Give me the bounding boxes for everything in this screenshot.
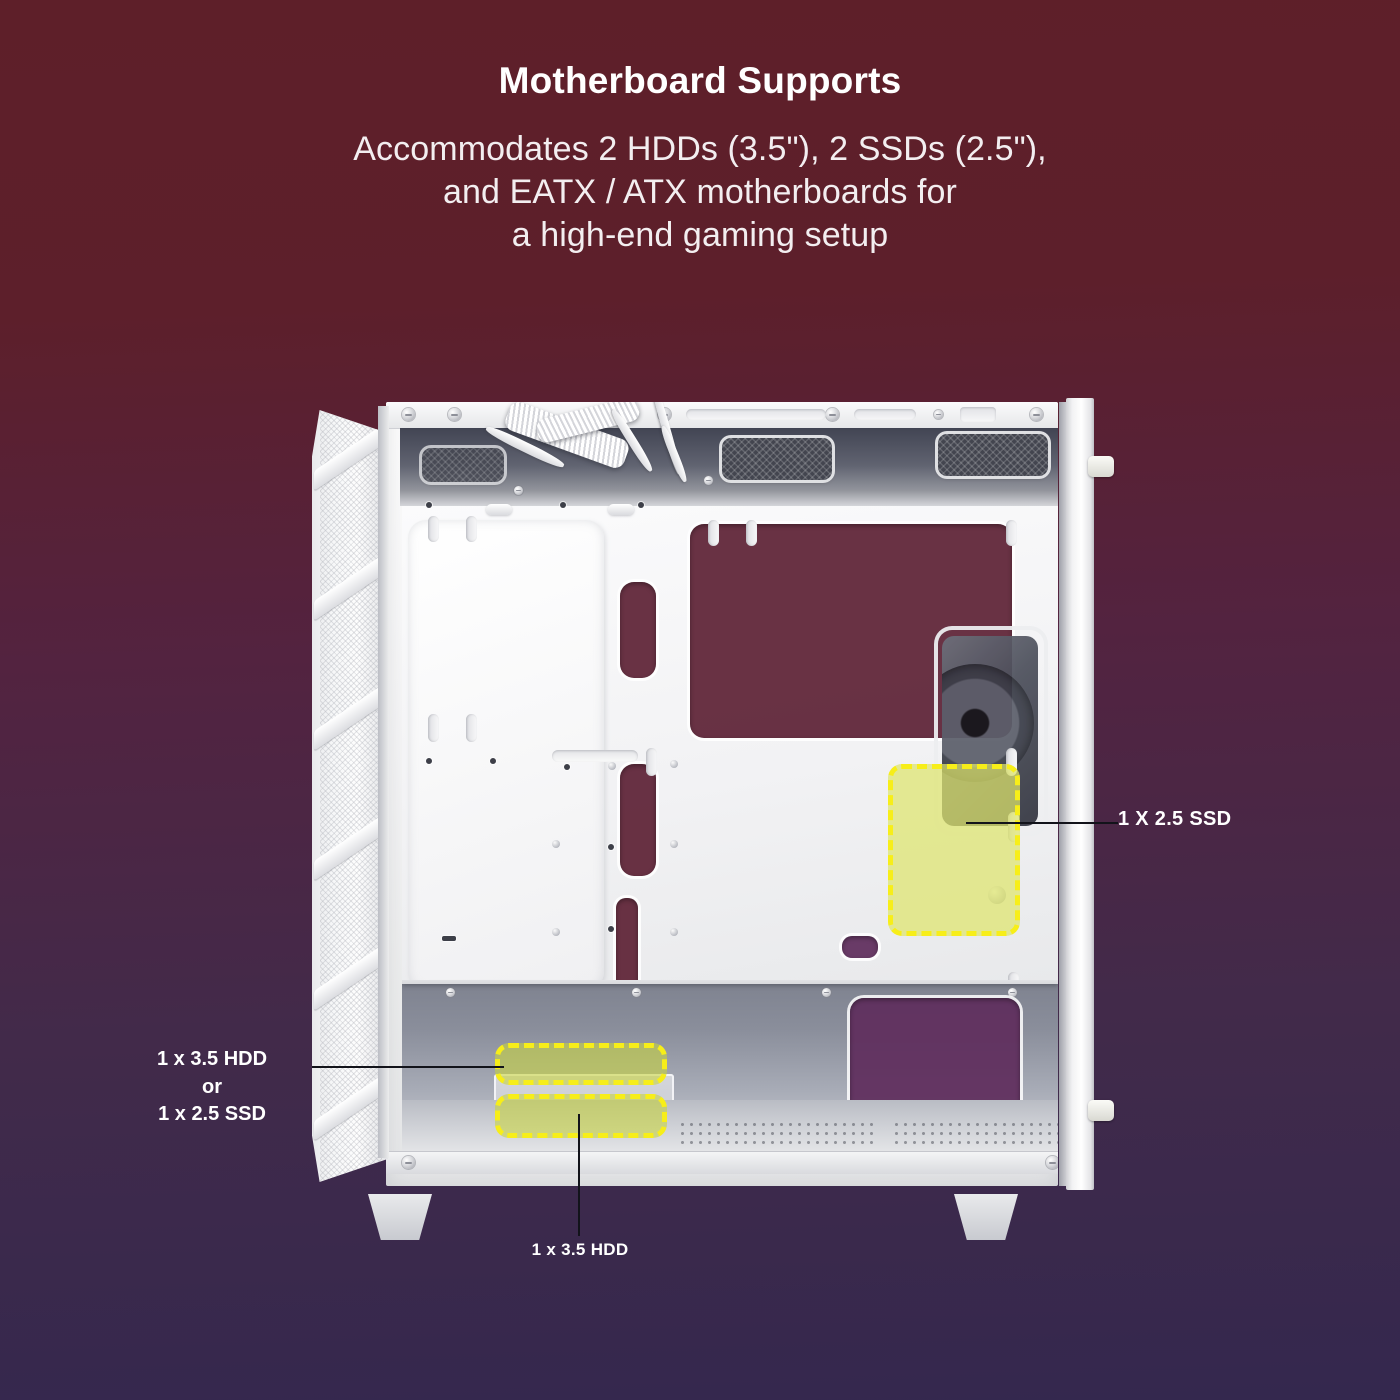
subtitle-line-1: Accommodates 2 HDDs (3.5"), 2 SSDs (2.5"… [353, 130, 1047, 168]
thumbscrew-post-top [1088, 456, 1114, 477]
floor-vent-right [892, 1120, 1058, 1148]
highlight-ssd-bracket [888, 764, 1020, 936]
floor-vent-left [678, 1120, 878, 1148]
callout-hdd-left-line2: or [202, 1075, 222, 1098]
leader-line-ssd [966, 822, 1118, 824]
case-rear-inner-edge [1059, 402, 1068, 1186]
highlight-drive-bay-upper [495, 1043, 667, 1085]
cable-routing-cutout-mid [620, 764, 656, 876]
highlight-drive-bay-lower [495, 1094, 667, 1138]
case-bottom-rail [386, 1151, 1058, 1174]
shroud-top-lip [402, 980, 1058, 984]
cable-routing-cutout-top [620, 582, 656, 678]
callout-hdd-left: 1 x 3.5 HDD or 1 x 2.5 SSD [112, 1046, 312, 1129]
cable-routing-cutout-low [616, 898, 638, 994]
case-foot-front [368, 1194, 432, 1240]
bezel-inner-edge [378, 406, 389, 1158]
page-title: Motherboard Supports [498, 60, 902, 101]
top-vent-right [938, 434, 1048, 476]
bezel-mesh-texture [320, 410, 382, 1182]
callout-hdd-left-line3: 1 x 2.5 SSD [158, 1103, 266, 1126]
io-mesh-panel [422, 448, 504, 482]
case-foot-rear [954, 1194, 1018, 1240]
leader-line-hdd-left [312, 1066, 504, 1068]
front-bezel [312, 410, 388, 1182]
page-subtitle: Accommodates 2 HDDs (3.5"), 2 SSDs (2.5"… [0, 128, 1400, 258]
top-vent-left [722, 438, 832, 480]
subtitle-line-2: and EATX / ATX motherboards for [443, 173, 957, 212]
thumbscrew-post-bottom [1088, 1100, 1114, 1121]
callout-hdd-bottom: 1 x 3.5 HDD [531, 1240, 629, 1259]
case-top-rail [386, 402, 1058, 429]
callout-ssd-label: 1 X 2.5 SSD [1118, 808, 1232, 830]
case-rear-frame [1066, 398, 1094, 1190]
callout-hdd-left-line1: 1 x 3.5 HDD [156, 1048, 268, 1070]
subtitle-line-3: a high-end gaming setup [511, 216, 889, 255]
leader-line-hdd-bottom [578, 1114, 580, 1236]
